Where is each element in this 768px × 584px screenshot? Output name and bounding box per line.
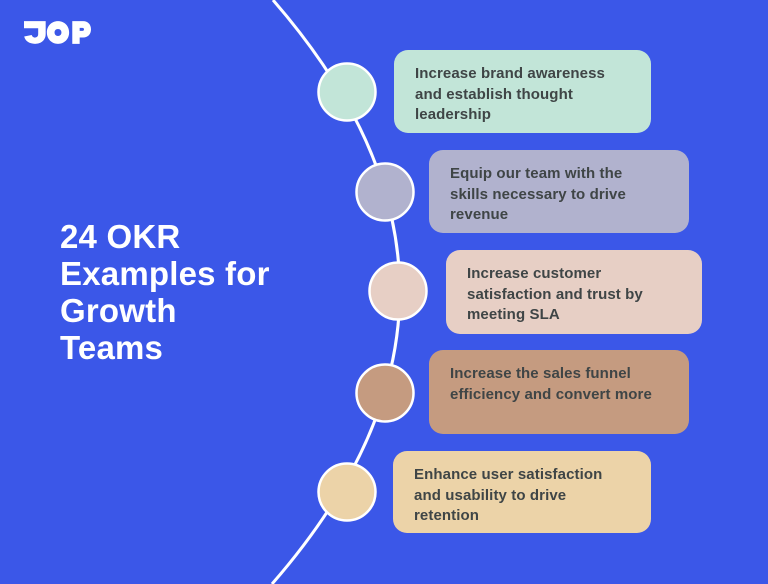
okr-card-text: Equip our team with the (450, 165, 623, 182)
timeline-node-1 (317, 62, 377, 122)
okr-card-text: Increase customer (467, 265, 602, 282)
timeline-node-2 (355, 162, 415, 222)
okr-card-text: efficiency and convert more (450, 385, 652, 403)
title-line: Examples for (60, 255, 270, 292)
okr-card-text: meeting SLA (467, 306, 560, 323)
timeline-node-3 (368, 261, 428, 321)
okr-card-text: Increase brand awareness (415, 65, 606, 82)
okr-card-text: revenue (450, 206, 509, 223)
okr-card-text: retention (414, 507, 480, 524)
okr-card-text: and establish thought (415, 85, 573, 103)
okr-card-text: Increase the sales funnel (450, 365, 631, 382)
title-line: Teams (60, 329, 164, 366)
timeline-node-5 (317, 462, 377, 522)
okr-card-text: Enhance user satisfaction (414, 466, 603, 483)
okr-card-text: satisfaction and trust by (467, 285, 643, 303)
title-line: Growth (60, 292, 177, 329)
okr-card-text: skills necessary to drive (450, 185, 626, 203)
timeline-node-4 (355, 363, 415, 423)
okr-card-4: Increase the sales funnel efficiency and… (429, 350, 689, 434)
page-title: 24 OKR Examples for Growth Teams (60, 218, 320, 366)
okr-card-text: and usability to drive (414, 486, 567, 504)
okr-card-1: Increase brand awareness and establish t… (394, 50, 651, 133)
logo-letter-o (46, 21, 70, 44)
jop-logo (24, 21, 91, 44)
title-line: 24 OKR (60, 218, 181, 255)
logo-letter-j (24, 21, 46, 44)
okr-card-5: Enhance user satisfaction and usability … (393, 451, 651, 533)
okr-card-text: leadership (415, 106, 492, 123)
logo-letter-p (72, 21, 91, 44)
okr-card-3: Increase customer satisfaction and trust… (446, 250, 702, 334)
okr-card-2: Equip our team with the skills necessary… (429, 150, 689, 233)
